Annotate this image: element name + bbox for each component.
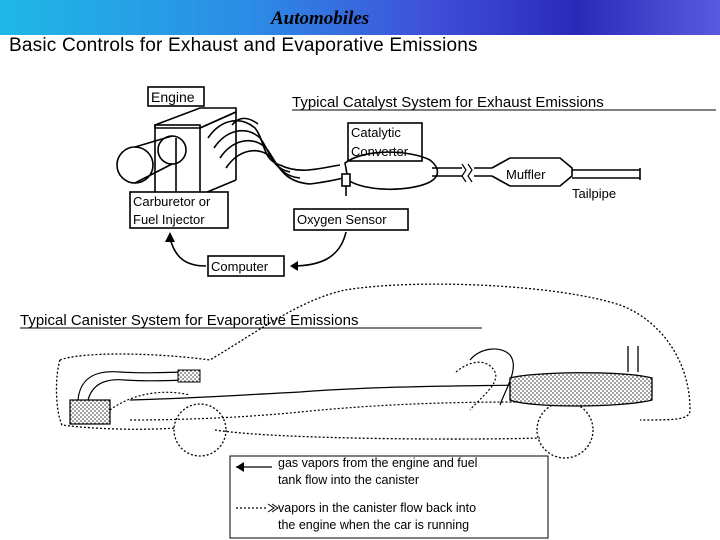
oxygen-sensor xyxy=(341,173,351,187)
computer-to-carburetor-arrow xyxy=(169,237,207,267)
tailpipe-label: Tailpipe xyxy=(572,186,616,201)
catalytic-label-box xyxy=(347,122,423,162)
legend-solid-arrow xyxy=(236,462,244,472)
catalytic-label-1: Catalytic xyxy=(351,125,401,140)
legend-box xyxy=(229,455,549,539)
evaporative-title: Typical Canister System for Evaporative … xyxy=(20,312,358,329)
catalytic-label-2: Converter xyxy=(351,144,409,159)
front-wheel xyxy=(173,403,227,457)
fuel-tank xyxy=(509,372,653,407)
engine-label-box xyxy=(147,86,205,107)
legend-dotted-arrow xyxy=(267,503,279,513)
legend-dotted-label-1: vapors in the canister flow back into xyxy=(278,501,476,515)
carburetor-label-box xyxy=(129,191,229,229)
engine-block xyxy=(116,107,237,196)
car-body-outline xyxy=(55,283,691,440)
muffler xyxy=(491,157,573,187)
header-bar: Automobiles xyxy=(0,0,720,35)
legend-solid-label-2: tank flow into the canister xyxy=(278,473,419,487)
evaporative-system: Typical Canister System for Evaporative … xyxy=(20,283,691,539)
legend-dotted-label-2: the engine when the car is running xyxy=(278,518,469,532)
vapor-hose-front xyxy=(77,371,191,401)
canister xyxy=(69,399,111,425)
engine-label: Engine xyxy=(151,89,195,105)
exhaust-system: Typical Catalyst System for Exhaust Emis… xyxy=(116,86,716,277)
sensor-to-computer-arrow xyxy=(291,231,347,267)
muffler-label: Muffler xyxy=(506,167,546,182)
vapor-return-line xyxy=(129,401,521,421)
computer-label: Computer xyxy=(211,259,269,274)
oxygen-sensor-label-box xyxy=(293,208,409,231)
carburetor-label-2: Fuel Injector xyxy=(133,212,205,227)
computer-label-box xyxy=(207,255,285,277)
exhaust-manifold xyxy=(207,117,311,185)
vapor-supply-line xyxy=(129,384,521,401)
rear-wheel xyxy=(536,401,594,459)
catalytic-converter xyxy=(344,151,439,191)
exhaust-title: Typical Catalyst System for Exhaust Emis… xyxy=(292,94,604,111)
exhaust-pipe xyxy=(279,164,341,171)
legend-solid-label-1: gas vapors from the engine and fuel xyxy=(278,456,477,470)
vapor-valve xyxy=(177,369,201,383)
page-heading: Basic Controls for Exhaust and Evaporati… xyxy=(9,35,478,56)
tank-hose xyxy=(469,348,514,406)
header-title: Automobiles xyxy=(271,8,370,29)
carburetor-label-1: Carburetor or xyxy=(133,194,211,209)
oxygen-sensor-label: Oxygen Sensor xyxy=(297,212,387,227)
